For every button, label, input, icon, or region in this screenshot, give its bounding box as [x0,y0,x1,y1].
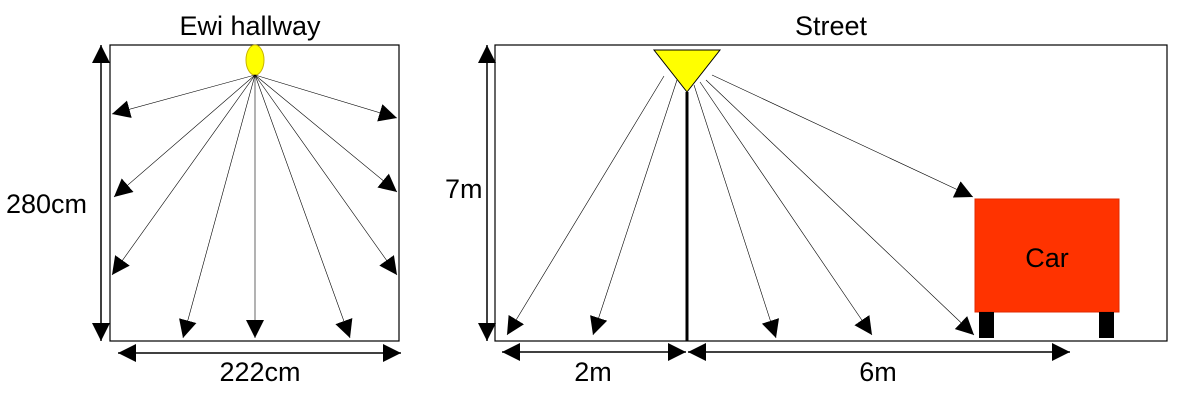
hallway-ray [254,74,398,276]
street-ray [506,75,665,336]
street-lamp-head [652,49,722,93]
hallway-lamp [245,44,265,76]
street-height-label: 7m [445,174,483,204]
street-left-distance-label: 2m [574,357,612,387]
hallway-room-outline [109,44,400,342]
street-ray [711,74,974,198]
car-wheel-right [1099,312,1114,338]
car: Car [974,198,1120,338]
hallway-ray [111,74,256,118]
hallway-title: Ewi hallway [179,11,321,41]
hallway-ray [254,74,398,122]
hallway-light-rays [111,74,398,339]
hallway-height-label: 280cm [6,189,87,219]
car-label: Car [1025,243,1069,273]
hallway-ray [111,74,256,276]
hallway-ray [179,74,256,339]
hallway-panel: Ewi hallway 280cm 222cm [6,11,401,387]
street-ray [590,79,678,336]
car-body [974,198,1120,313]
hallway-ray [254,74,398,193]
street-ray [693,84,780,339]
car-wheel-left [979,312,994,338]
hallway-ray [254,74,353,339]
street-light-rays [506,74,975,339]
street-title: Street [795,11,868,41]
street-ray [705,79,975,336]
hallway-width-label: 222cm [219,357,300,387]
street-panel: Street Car 7m 2m 6m [445,11,1168,387]
street-ray [699,81,873,336]
hallway-ray [113,74,256,198]
street-right-distance-label: 6m [859,357,897,387]
